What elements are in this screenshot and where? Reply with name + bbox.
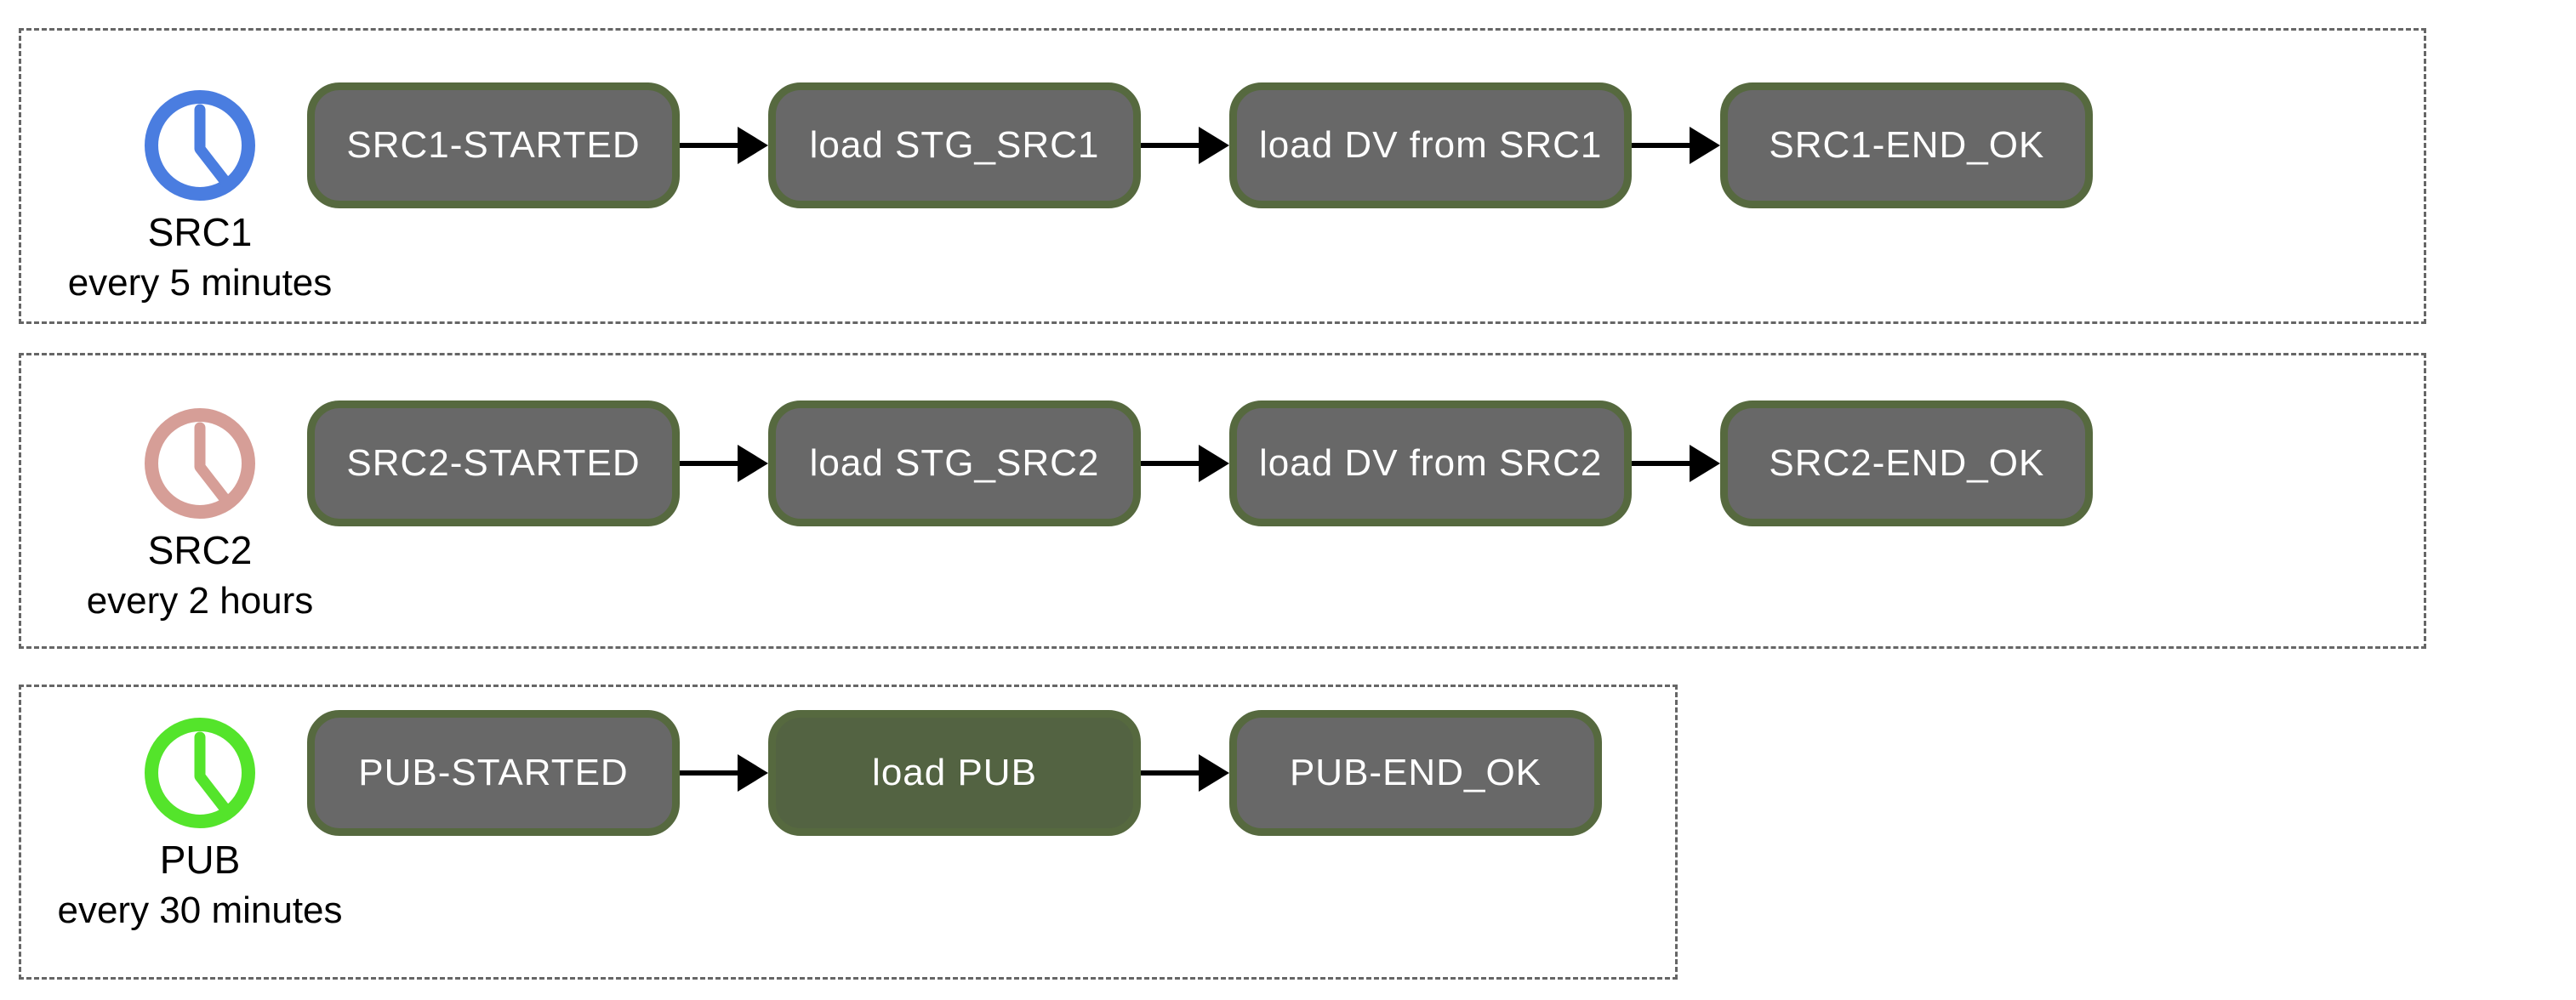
node-src2-end-ok: SRC2-END_OK (1720, 401, 2094, 526)
src2-name-label: SRC2 (147, 528, 253, 572)
node-src1-started: SRC1-STARTED (307, 82, 680, 208)
pub-schedule-label: every 30 minutes (57, 889, 343, 931)
src1-flow: SRC1-STARTED load STG_SRC1 load DV from … (307, 82, 2094, 209)
flow-arrow-icon (680, 754, 768, 792)
node-pub-end-ok: PUB-END_OK (1229, 710, 1602, 836)
node-load-dv-from-src1: load DV from SRC1 (1229, 82, 1633, 208)
node-load-pub: load PUB (768, 710, 1141, 836)
flow-arrow-icon (1632, 445, 1721, 482)
pub-name-label: PUB (159, 838, 241, 882)
src2-flow: SRC2-STARTED load STG_SRC2 load DV from … (307, 400, 2094, 527)
node-src1-end-ok: SRC1-END_OK (1720, 82, 2094, 208)
src1-clock-icon (145, 90, 255, 201)
src1-schedule-block: SRC1 every 5 minutes (30, 82, 370, 304)
flow-arrow-icon (1632, 127, 1721, 164)
node-load-stg-src1: load STG_SRC1 (768, 82, 1141, 208)
src2-schedule-label: every 2 hours (86, 579, 314, 622)
src1-schedule-label: every 5 minutes (67, 261, 333, 304)
pub-clock-icon (145, 718, 255, 828)
src2-clock-icon (145, 408, 255, 519)
pub-schedule-block: PUB every 30 minutes (30, 709, 370, 931)
lane-src1: SRC1 every 5 minutes SRC1-STARTED load S… (19, 28, 2426, 324)
flow-arrow-icon (680, 127, 768, 164)
lane-src2: SRC2 every 2 hours SRC2-STARTED load STG… (19, 353, 2426, 649)
node-load-dv-from-src2: load DV from SRC2 (1229, 401, 1633, 526)
lane-pub: PUB every 30 minutes PUB-STARTED load PU… (19, 685, 1678, 980)
flow-arrow-icon (680, 445, 768, 482)
flow-arrow-icon (1141, 754, 1229, 792)
flow-arrow-icon (1141, 445, 1229, 482)
pub-flow: PUB-STARTED load PUB PUB-END_OK (307, 709, 1602, 837)
node-src2-started: SRC2-STARTED (307, 401, 680, 526)
node-pub-started: PUB-STARTED (307, 710, 680, 836)
src2-schedule-block: SRC2 every 2 hours (30, 400, 370, 622)
flow-arrow-icon (1141, 127, 1229, 164)
src1-name-label: SRC1 (147, 210, 253, 254)
node-load-stg-src2: load STG_SRC2 (768, 401, 1141, 526)
